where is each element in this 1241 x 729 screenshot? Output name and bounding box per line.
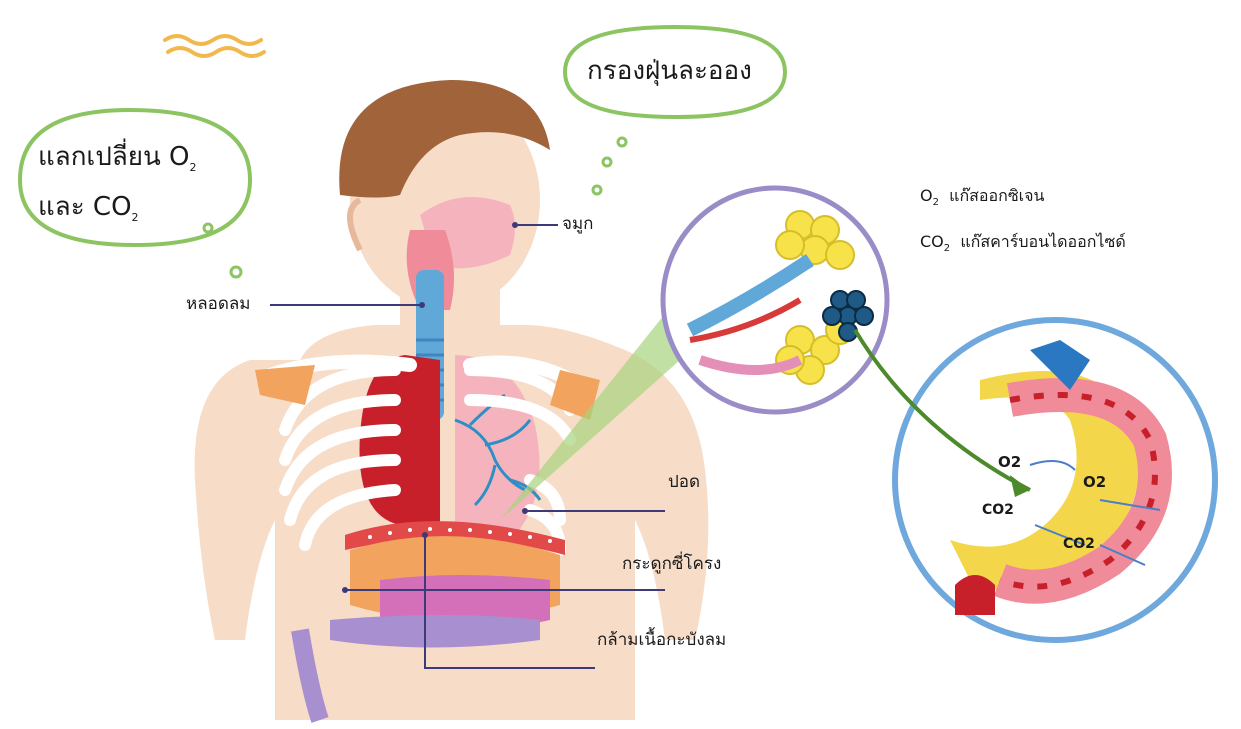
label-ribs: กระดูกซี่โครง	[622, 554, 721, 574]
gas-mark-o2-in: O2	[998, 452, 1021, 472]
label-diaphragm: กล้ามเนื้อกะบังลม	[597, 630, 726, 650]
filter-bubble-text: กรองฝุ่นละออง	[587, 56, 752, 86]
legend-oxygen: O2 แก๊สออกซิเจน	[920, 186, 1044, 213]
gas-mark-co2-in: CO2	[982, 500, 1014, 520]
exchange-bubble-line2: และ CO2	[38, 192, 139, 233]
legend-carbon-dioxide: CO2 แก๊สคาร์บอนไดออกไซด์	[920, 232, 1126, 259]
label-lung: ปอด	[668, 472, 700, 492]
label-trachea: หลอดลม	[186, 294, 251, 314]
label-nose: จมูก	[562, 214, 593, 234]
gas-mark-o2-out: O2	[1083, 472, 1106, 492]
exchange-bubble-line1: แลกเปลี่ยน O2	[38, 142, 197, 183]
gas-mark-co2-out: CO2	[1063, 534, 1095, 554]
